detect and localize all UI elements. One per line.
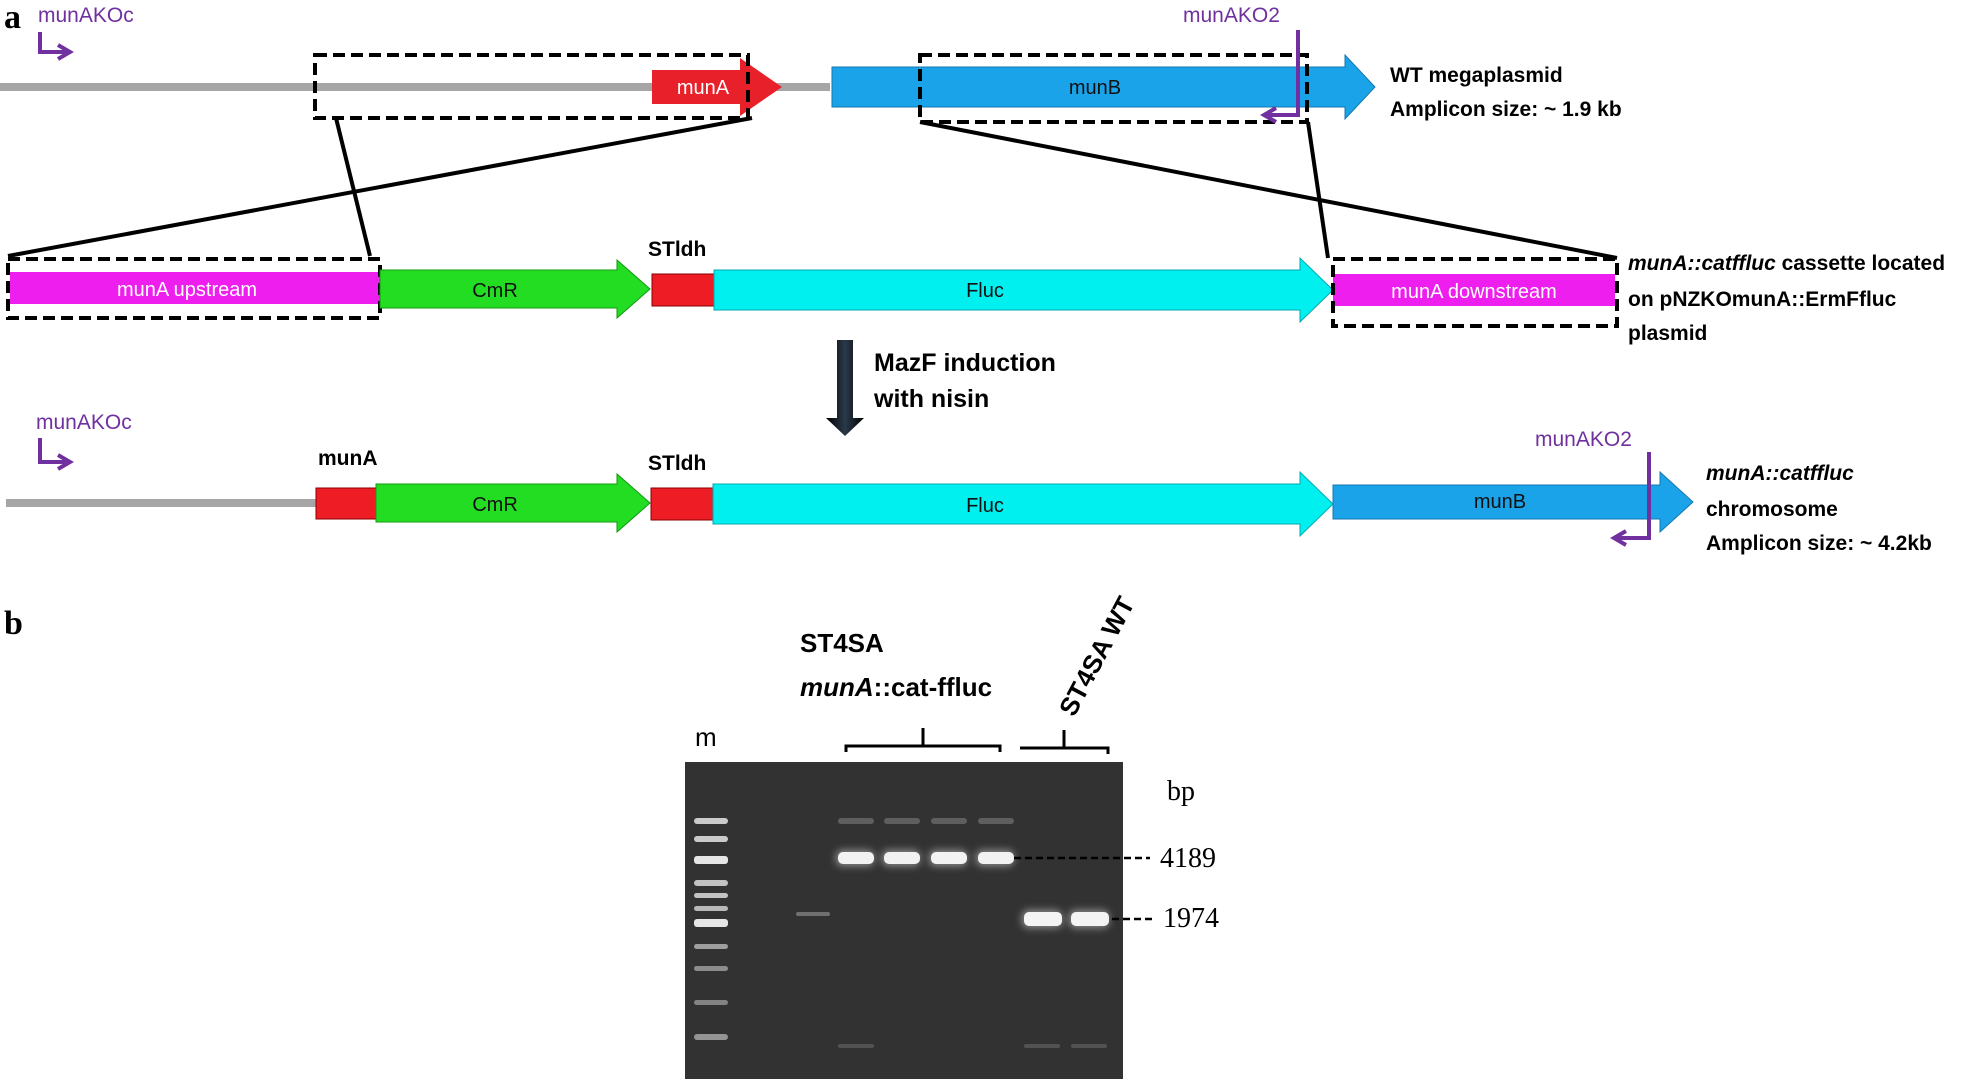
mid-desc-line1: munA::catffluc cassette located xyxy=(1628,252,1945,275)
gel-unit-label: bp xyxy=(1167,776,1195,807)
mid-cmR-label: CmR xyxy=(472,280,518,302)
bottom-munA-block xyxy=(315,487,377,520)
induction-line1: MazF induction xyxy=(874,349,1056,377)
bottom-primer-rev-label: munAKO2 xyxy=(1535,428,1632,451)
mid-munA-upstream-label: munA upstream xyxy=(117,279,257,301)
gel-ladder-lane xyxy=(694,818,728,1040)
bottom-primer-rev-arrow-icon xyxy=(1610,452,1651,547)
mid-cmR-gene xyxy=(379,258,651,320)
bottom-desc-line1: munA::catffluc xyxy=(1706,462,1854,485)
bottom-desc-line2: chromosome xyxy=(1706,498,1838,521)
bottom-primer-fwd-label: munAKOc xyxy=(36,411,132,434)
mid-desc-line1-rest: cassette located xyxy=(1776,252,1945,275)
bottom-stldh-block xyxy=(650,487,714,521)
bottom-fluc-gene xyxy=(712,470,1334,538)
panel-label-a: a xyxy=(4,0,21,36)
induction-step: MazF induction with nisin xyxy=(826,340,1056,436)
top-munB-label: munB xyxy=(1069,77,1121,99)
bottom-fluc-label: Fluc xyxy=(966,495,1004,517)
mid-fluc-gene xyxy=(713,256,1334,324)
mid-stldh-label: STldh xyxy=(648,238,706,261)
gel-bands-1974 xyxy=(1022,910,1109,928)
top-desc-line1: WT megaplasmid xyxy=(1390,64,1563,87)
top-munA-label: munA xyxy=(677,77,730,99)
gel-group1-bracket xyxy=(844,728,1002,752)
gel-group1-line2-italic: munA xyxy=(800,672,874,702)
top-primer-rev-label: munAKO2 xyxy=(1183,4,1280,27)
mid-munA-downstream-label: munA downstream xyxy=(1391,281,1557,303)
gel-bands-4189 xyxy=(836,818,1014,866)
panel-label-b: b xyxy=(4,605,23,642)
gel-size-labels: bp 4189 1974 xyxy=(1014,776,1219,934)
bottom-munA-label: munA xyxy=(318,447,378,470)
gel-band-1974-label: 1974 xyxy=(1163,903,1219,934)
gel-band-4189-label: 4189 xyxy=(1160,843,1216,874)
zoom-connectors xyxy=(7,116,1618,260)
bottom-cmR-label: CmR xyxy=(472,494,518,516)
top-primer-fwd-arrow-icon xyxy=(38,32,74,61)
gel-header: ST4SA munA::cat-ffluc ST4SA WT m xyxy=(695,591,1141,754)
bottom-munB-gene xyxy=(1332,470,1694,534)
bottom-row-chromosome: munAKOc munA CmR STldh Fluc munB munAKO2… xyxy=(6,411,1932,555)
mid-munA-upstream-block xyxy=(10,272,380,304)
bottom-munB-label: munB xyxy=(1474,491,1526,513)
top-backbone xyxy=(0,83,830,91)
bottom-desc-line3: Amplicon size: ~ 4.2kb xyxy=(1706,532,1932,555)
top-primer-fwd-label: munAKOc xyxy=(38,4,134,27)
mid-fluc-label: Fluc xyxy=(966,280,1004,302)
gel-marker-lane-label: m xyxy=(695,722,717,752)
mid-desc-line2: on pNZKOmunA::ErmFfluc xyxy=(1628,288,1897,311)
gel-group2-label: ST4SA WT xyxy=(1053,591,1141,720)
mid-stldh-block xyxy=(651,273,715,307)
top-desc-line2: Amplicon size: ~ 1.9 kb xyxy=(1390,98,1622,121)
induction-line2: with nisin xyxy=(873,385,989,413)
top-munB-gene xyxy=(831,53,1376,121)
middle-row-cassette: munA upstream CmR STldh Fluc munA downst… xyxy=(6,238,1945,345)
top-primer-rev-arrow-icon xyxy=(1260,30,1300,124)
bottom-stldh-label: STldh xyxy=(648,452,706,475)
bottom-cmR-gene xyxy=(375,472,651,534)
bottom-backbone xyxy=(6,499,316,507)
gel-group1-line1: ST4SA xyxy=(800,628,884,658)
gel-image xyxy=(685,762,1123,1079)
mid-desc-line3: plasmid xyxy=(1628,322,1707,345)
top-dashed-box-downstream xyxy=(918,53,1309,124)
bottom-primer-fwd-arrow-icon xyxy=(38,438,74,471)
mid-desc-line1-italic: munA::catffluc xyxy=(1628,252,1776,275)
gel-group1-line2-rest: ::cat-ffluc xyxy=(874,672,992,702)
top-dashed-box-upstream xyxy=(313,53,750,120)
top-row-wt-megaplasmid: munAKOc munA munB munAKO2 WT megaplasmid… xyxy=(0,4,1622,124)
mid-munA-downstream-block xyxy=(1333,274,1615,306)
down-arrow-icon xyxy=(826,340,864,436)
gel-group1-line2: munA::cat-ffluc xyxy=(800,672,992,702)
mid-dashed-box-downstream xyxy=(1331,257,1619,328)
gel-group2-bracket xyxy=(1020,730,1110,754)
